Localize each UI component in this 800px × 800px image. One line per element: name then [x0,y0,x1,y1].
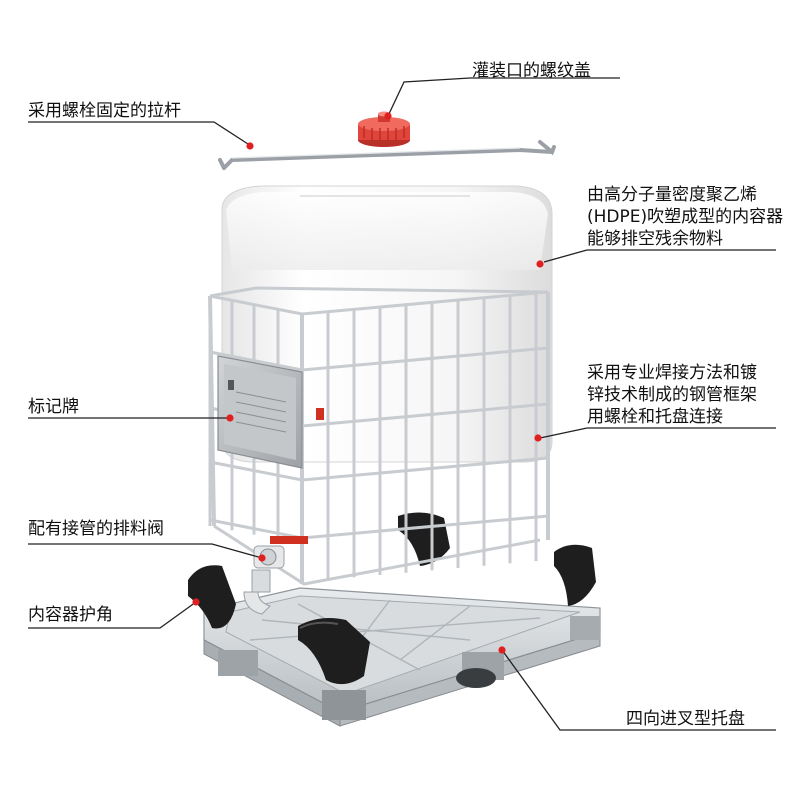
screw-cap-icon [358,111,410,147]
leader-line [543,249,588,263]
callout-dot [498,646,506,654]
callout-dot [226,414,234,422]
label-inner-container: 由高分子量密度聚乙烯 (HDPE)吹塑成型的内容器 能够排空残余物料 [587,185,784,249]
label-screw-cap: 灌装口的螺纹盖 [472,61,591,81]
leader-line [28,121,249,145]
pallet-icon [203,587,601,727]
callout-dot [384,112,392,120]
callout-dot [534,434,542,442]
callout-dot [536,260,544,268]
leader-line [539,427,588,439]
label-bolt-tie-rod: 采用螺栓固定的拉杆 [28,101,181,121]
label-discharge-valve: 配有接管的排料阀 [28,519,164,539]
label-steel-frame: 采用专业焊接方法和镀 锌技术制成的钢管框架 用螺栓和托盘连接 [587,363,757,427]
inner-container [221,185,553,463]
leader-line [28,543,263,559]
name-plate [217,355,324,469]
label-name-plate: 标记牌 [28,397,79,417]
cage-bar [208,295,216,527]
callout-dot [258,554,266,562]
leader-line [28,601,197,629]
cage-bar [209,286,549,298]
tie-rod [218,140,556,170]
leader-lines [28,77,776,731]
callout-dot [246,142,254,150]
callout-dot [192,598,200,606]
leader-line [387,77,471,117]
valve-icon [243,536,308,615]
label-pallet: 四向进叉型托盘 [626,709,745,729]
label-corner-guard: 内容器护角 [28,605,113,625]
leader-line [501,649,776,731]
